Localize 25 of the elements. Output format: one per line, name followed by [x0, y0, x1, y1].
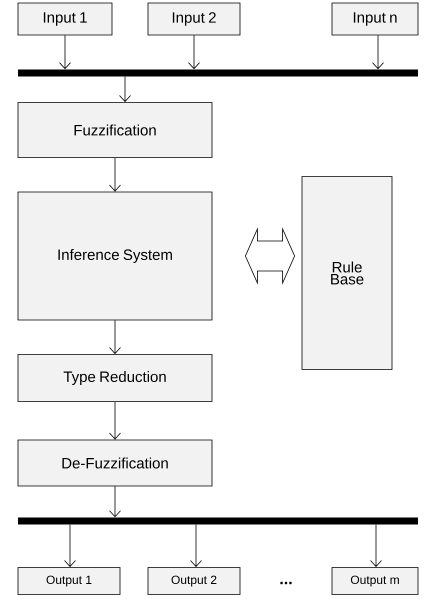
process-box: De-Fuzzification [18, 440, 212, 486]
arrow [190, 524, 202, 568]
arrow [372, 35, 384, 70]
process-box: Rule Base [302, 176, 392, 370]
process-box: Output 2 [148, 567, 240, 595]
process-box: Type Reduction [18, 354, 212, 402]
arrow [119, 76, 131, 102]
process-box: Input 2 [148, 2, 240, 36]
arrow [188, 35, 200, 70]
process-box: Inference System [18, 192, 212, 320]
process-box: Output 1 [18, 567, 120, 595]
arrow [64, 524, 76, 568]
arrow [109, 402, 121, 440]
arrow [109, 320, 121, 354]
arrow [59, 35, 71, 70]
arrow [370, 524, 382, 568]
bus-bar [18, 70, 418, 76]
arrow [109, 486, 121, 518]
process-box: Input 1 [18, 2, 112, 36]
process-box: Input n [332, 2, 418, 36]
process-box: Fuzzification [18, 102, 212, 158]
process-box: Output m [332, 567, 418, 595]
arrow [109, 158, 121, 192]
ellipsis: ... [280, 582, 292, 584]
bus-bar [18, 518, 418, 524]
